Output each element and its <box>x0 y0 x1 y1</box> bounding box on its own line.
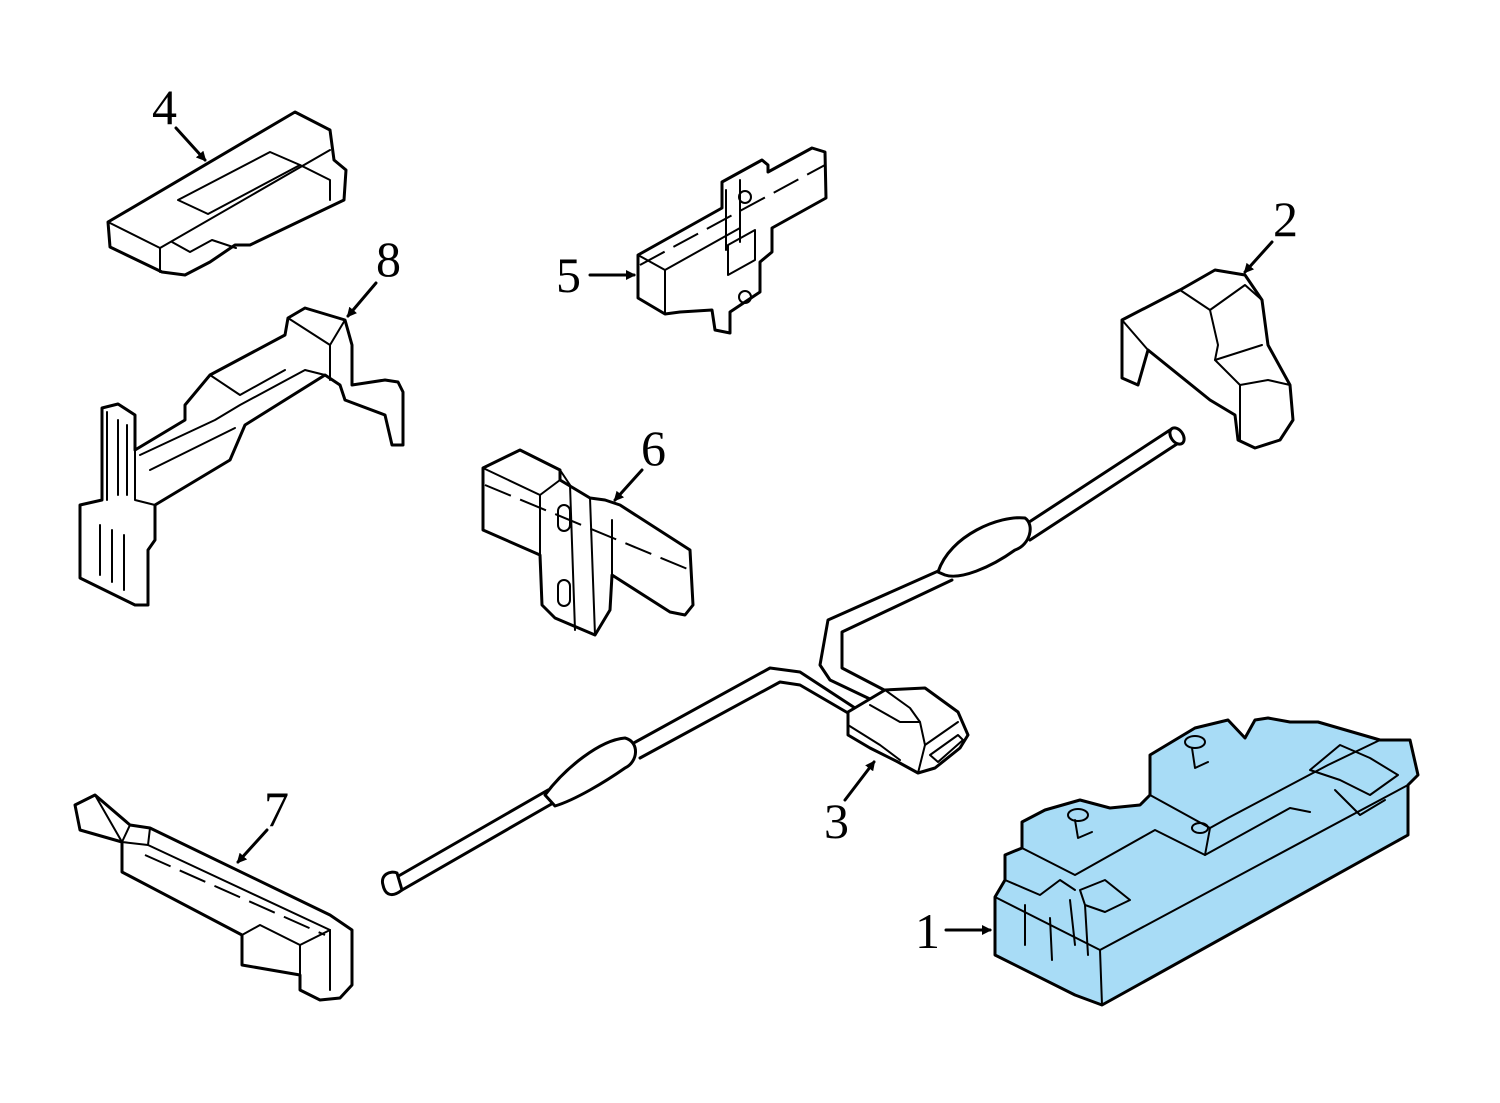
part-7-rear-antenna[interactable] <box>73 793 354 1002</box>
callout-3[interactable]: 3 <box>824 793 849 849</box>
callout-arrow-6 <box>613 468 644 502</box>
callout-arrow-4 <box>174 126 207 162</box>
part-6-antenna-mount[interactable] <box>481 448 695 637</box>
part-5-antenna-bracket[interactable] <box>636 146 828 335</box>
part-4-keyless-antenna[interactable] <box>106 110 348 277</box>
part-3-antenna-harness[interactable] <box>380 425 1187 897</box>
callout-arrow-3 <box>843 760 876 802</box>
part-1-control-module[interactable] <box>993 716 1420 1007</box>
callout-arrows <box>174 126 1274 935</box>
callout-arrow-7 <box>236 828 269 864</box>
callout-6[interactable]: 6 <box>641 420 666 476</box>
part-2-antenna-cover[interactable] <box>1120 268 1295 450</box>
callout-4[interactable]: 4 <box>152 79 177 135</box>
part-8-antenna-holder[interactable] <box>78 306 405 607</box>
callout-arrow-8 <box>346 281 378 318</box>
callout-5[interactable]: 5 <box>556 247 581 303</box>
callout-2[interactable]: 2 <box>1273 191 1298 247</box>
callout-labels: 1 2 3 4 5 6 7 8 <box>152 79 1298 959</box>
callout-arrow-2 <box>1243 240 1274 274</box>
callout-7[interactable]: 7 <box>264 781 289 837</box>
callout-1[interactable]: 1 <box>915 903 940 959</box>
callout-8[interactable]: 8 <box>376 231 401 287</box>
